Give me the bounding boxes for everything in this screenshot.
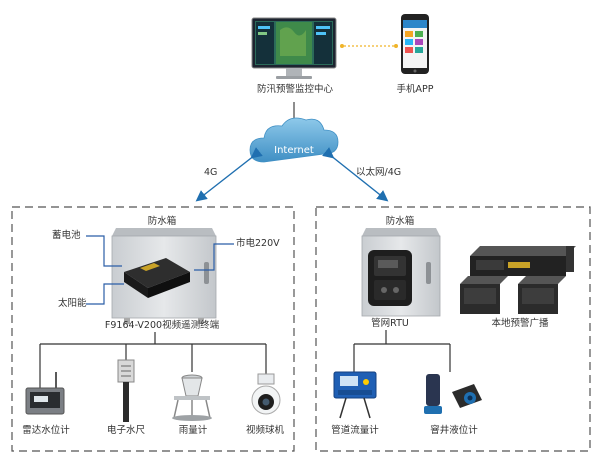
link-left-arrow	[195, 147, 263, 202]
radar-level-meter-icon	[25, 372, 65, 415]
left-device-bus	[39, 332, 267, 390]
dome-camera-icon	[251, 373, 281, 415]
battery-label: 蓄电池	[52, 230, 81, 241]
battery-wire	[86, 235, 122, 267]
rain-gauge-icon	[172, 374, 212, 421]
manhole-level-meter-icon	[424, 374, 482, 414]
mains-power-label: 市电220V	[236, 238, 280, 249]
device-label-rain-gauge: 雨量计	[178, 425, 208, 436]
device-label-dome-camera: 视频球机	[245, 425, 285, 436]
solar-label: 太阳能	[58, 298, 87, 309]
left-station-box	[11, 206, 295, 452]
internet-label: Internet	[274, 145, 314, 156]
left-box-label: 防水箱	[147, 216, 177, 227]
broadcast-label: 本地预警广播	[491, 318, 549, 329]
device-label-water-gauge: 电子水尺	[106, 425, 146, 436]
device-label-radar: 雷达水位计	[22, 425, 70, 436]
mains-wire	[194, 243, 234, 271]
pipe-flowmeter-icon	[333, 371, 377, 419]
monitor-icon	[251, 17, 337, 79]
right-box-label: 防水箱	[385, 216, 415, 227]
smartphone-icon	[401, 14, 429, 74]
right-device-bus	[353, 330, 451, 372]
right-station-box	[315, 206, 591, 452]
warning-broadcast-icon	[460, 246, 576, 314]
link-ethernet-4g-label: 以太网/4G	[356, 167, 402, 178]
rtu-label: 管网RTU	[371, 318, 409, 329]
device-label-flowmeter: 管道流量计	[331, 425, 379, 436]
device-label-manhole-meter: 窨井液位计	[430, 425, 478, 436]
pipe-rtu-icon	[368, 250, 412, 306]
link-4g-label: 4G	[204, 167, 218, 178]
mobile-app-label: 手机APP	[396, 84, 434, 95]
solar-wire	[86, 283, 124, 305]
link-right-arrow	[322, 147, 389, 202]
monitoring-center-label: 防汛预警监控中心	[256, 84, 334, 95]
electronic-water-gauge-icon	[117, 359, 135, 422]
telemetry-terminal-icon	[124, 258, 190, 298]
terminal-label: F9164-V200视频遥测终端	[104, 320, 220, 331]
